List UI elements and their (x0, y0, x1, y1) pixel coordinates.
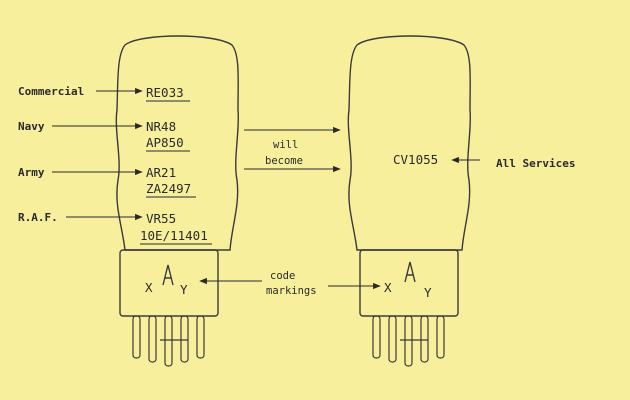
right-valve-pins (372, 315, 445, 367)
code-markings-line2: markings (266, 285, 317, 297)
label-all-services: All Services (496, 157, 575, 170)
code-cv1055: CV1055 (393, 152, 438, 167)
code-vr55: VR55 (146, 211, 176, 226)
code-markings-line1: code (270, 270, 295, 282)
label-commercial: Commercial (18, 85, 84, 98)
code-re033: RE033 (146, 85, 184, 100)
right-base-marking-arrow (404, 261, 416, 283)
right-valve-base (359, 249, 459, 317)
label-navy: Navy (18, 120, 45, 133)
right-valve-envelope (347, 35, 472, 251)
right-base-y: Y (424, 285, 432, 300)
label-army: Army (18, 166, 45, 179)
will-become-line1: will (273, 139, 298, 151)
code-ap850: AP850 (146, 135, 184, 150)
label-raf: R.A.F. (18, 211, 58, 224)
left-valve-envelope (115, 35, 240, 251)
left-base-x: X (145, 280, 153, 295)
left-valve-base (119, 249, 219, 317)
code-10e-11401: 10E/11401 (140, 228, 208, 243)
left-base-y: Y (180, 282, 188, 297)
left-base-marking-arrow (162, 264, 174, 286)
left-valve-pins (132, 315, 205, 367)
code-ar21: AR21 (146, 165, 176, 180)
right-base-x: X (384, 280, 392, 295)
right-valve: X Y (347, 35, 472, 367)
left-valve: X Y (115, 35, 240, 367)
code-za2497: ZA2497 (146, 181, 191, 196)
code-nr48: NR48 (146, 119, 176, 134)
will-become-line2: become (265, 155, 303, 167)
